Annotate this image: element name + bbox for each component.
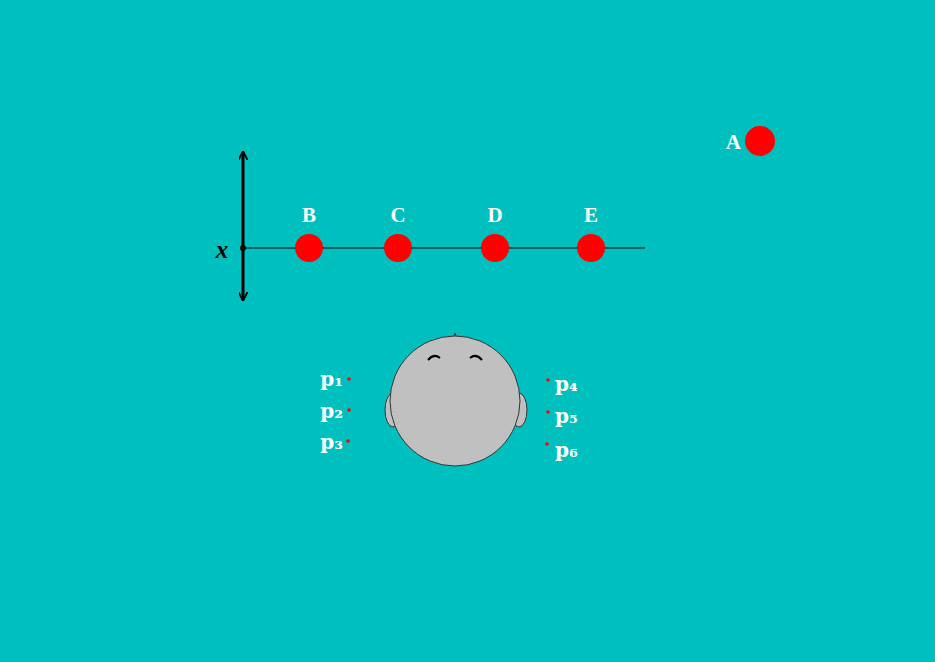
red-ball: C bbox=[384, 234, 412, 262]
ball-label: C bbox=[390, 205, 405, 226]
ball-label: A bbox=[726, 132, 741, 153]
ball-label: D bbox=[487, 205, 502, 226]
ball-shape bbox=[577, 234, 605, 262]
red-ball: B bbox=[295, 234, 323, 262]
point-label: p₂ bbox=[320, 401, 343, 421]
axis-origin bbox=[240, 245, 246, 251]
axis-label: x bbox=[216, 237, 229, 262]
red-ball: D bbox=[481, 234, 509, 262]
red-ball: A bbox=[745, 126, 775, 156]
point-label: p₄ bbox=[555, 374, 578, 394]
ball-label: B bbox=[302, 205, 316, 226]
point-label: p₁ bbox=[320, 369, 343, 389]
point-label: p₃ bbox=[320, 432, 343, 452]
ball-shape bbox=[295, 234, 323, 262]
ball-shape bbox=[481, 234, 509, 262]
double-arrow bbox=[242, 152, 245, 300]
ball-label: E bbox=[584, 205, 598, 226]
ball-shape bbox=[384, 234, 412, 262]
point-label: p₅ bbox=[555, 406, 578, 426]
point-label: p₆ bbox=[555, 440, 578, 460]
point-dot bbox=[346, 377, 550, 446]
ball-shape bbox=[745, 126, 775, 156]
red-ball: E bbox=[577, 234, 605, 262]
head bbox=[385, 333, 527, 466]
